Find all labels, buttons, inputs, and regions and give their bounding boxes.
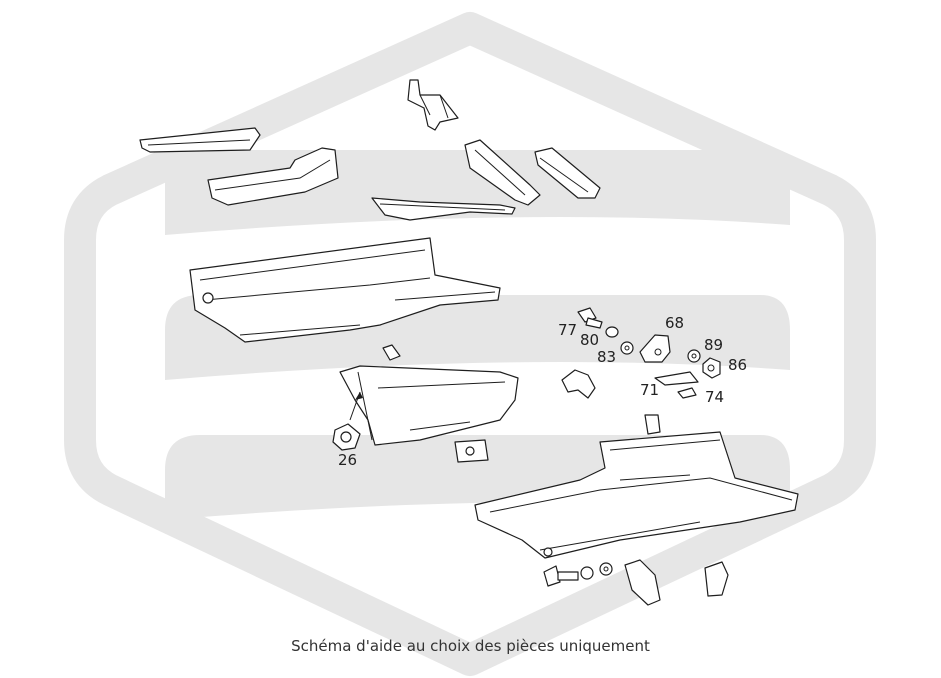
label-80: 80 bbox=[580, 331, 599, 349]
washer-80-part[interactable] bbox=[605, 326, 619, 338]
bottom-washer-part[interactable] bbox=[580, 566, 594, 580]
bracket-68-part[interactable] bbox=[639, 334, 671, 363]
bottom-ring-part[interactable] bbox=[599, 562, 613, 576]
bottom-mount-part[interactable] bbox=[704, 561, 729, 597]
label-26: 26 bbox=[338, 451, 357, 469]
nut-86-part[interactable] bbox=[702, 357, 721, 379]
label-74: 74 bbox=[705, 388, 724, 406]
bracket-71-part[interactable] bbox=[654, 371, 699, 386]
label-89: 89 bbox=[704, 336, 723, 354]
label-83: 83 bbox=[597, 348, 616, 366]
left-rail-part[interactable] bbox=[139, 127, 261, 153]
center-rail-part[interactable] bbox=[371, 197, 516, 221]
bottom-bracket-part[interactable] bbox=[624, 559, 661, 606]
top-bracket-part[interactable] bbox=[407, 79, 459, 131]
bottom-bolt-part[interactable] bbox=[543, 565, 579, 587]
part-26[interactable] bbox=[332, 391, 363, 451]
rear-floor-part[interactable] bbox=[474, 414, 799, 559]
bolt-77-part[interactable] bbox=[577, 307, 603, 329]
right-outer-member-part[interactable] bbox=[534, 147, 601, 199]
label-86: 86 bbox=[728, 356, 747, 374]
plate-part[interactable] bbox=[454, 439, 489, 463]
sill-section-part[interactable] bbox=[207, 147, 339, 206]
diagram-caption: Schéma d'aide au choix des pièces unique… bbox=[291, 637, 650, 655]
floor-panel-part[interactable] bbox=[189, 237, 501, 343]
watermark-logo bbox=[64, 12, 876, 676]
washer-83-part[interactable] bbox=[620, 341, 634, 355]
label-71: 71 bbox=[640, 381, 659, 399]
washer-89-part[interactable] bbox=[687, 349, 701, 363]
right-member-part[interactable] bbox=[464, 139, 541, 206]
label-68: 68 bbox=[665, 314, 684, 332]
clamp-part[interactable] bbox=[561, 369, 596, 399]
clip-74-part[interactable] bbox=[677, 387, 697, 399]
label-77: 77 bbox=[558, 321, 577, 339]
front-section-part[interactable] bbox=[339, 344, 519, 446]
